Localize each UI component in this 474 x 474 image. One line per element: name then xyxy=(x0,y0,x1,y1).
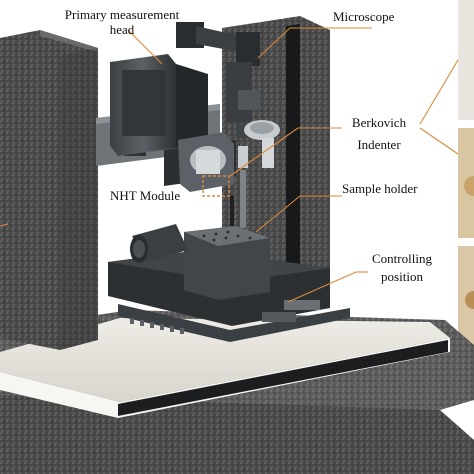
microscope xyxy=(176,22,280,168)
label-controlling-line2: position xyxy=(381,269,423,284)
nht-module xyxy=(178,132,234,197)
label-primary-line2: head xyxy=(109,22,135,37)
leader-lines xyxy=(0,27,459,303)
left-granite-column xyxy=(0,30,98,350)
base-plate xyxy=(0,318,450,418)
label-berkovich-line1: Berkovich xyxy=(351,115,407,130)
label-berkovich-line2: Indenter xyxy=(357,137,401,152)
label-berkovich-indenter: Berkovich Indenter xyxy=(342,112,416,156)
indenter-shaft xyxy=(230,170,246,228)
label-microscope: Microscope xyxy=(333,9,395,24)
stage-motor xyxy=(130,224,188,263)
label-primary-line1: Primary measurement xyxy=(64,7,180,22)
label-sample-holder: Sample holder xyxy=(342,181,418,196)
label-primary-measurement-head: Primary measurement head xyxy=(54,7,190,37)
label-controlling-line1: Controlling xyxy=(372,251,432,266)
sample-holder xyxy=(184,226,270,300)
label-nht-module: NHT Module xyxy=(110,188,181,203)
side-photo-strips xyxy=(458,0,474,346)
label-controlling-position: Controlling position xyxy=(362,250,442,286)
